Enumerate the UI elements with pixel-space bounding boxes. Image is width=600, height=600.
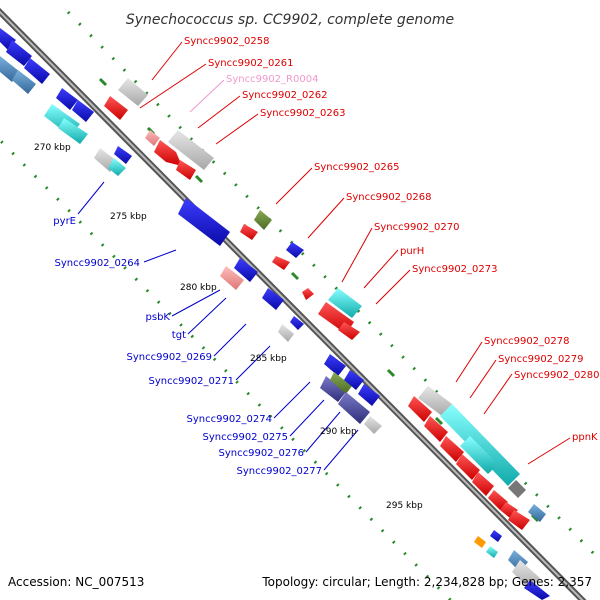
label-syncc9902-0262[interactable]: Syncc9902_0262 — [242, 90, 328, 101]
label-purh[interactable]: purH — [400, 246, 424, 257]
kbp-markers: 270 kbp 275 kbp 280 kbp 285 kbp 290 kbp … — [34, 143, 423, 511]
kbp-tick-270: 270 kbp — [34, 143, 71, 153]
gene-syncc9902-0265[interactable] — [254, 210, 272, 230]
label-syncc9902-0275[interactable]: Syncc9902_0275 — [203, 432, 289, 443]
gene-fwd-blue-bottom[interactable] — [524, 580, 550, 600]
gene-rev-cyan-2[interactable] — [58, 118, 88, 144]
gene-purh[interactable] — [328, 288, 362, 318]
label-tgt[interactable]: tgt — [172, 330, 186, 341]
gene-syncc9902-0268[interactable] — [286, 242, 304, 258]
gene-fwd-red-run-6[interactable] — [488, 490, 508, 510]
gene-tgt-small[interactable] — [290, 316, 304, 330]
gene-rev-orange[interactable] — [474, 536, 486, 548]
gene-psbk[interactable] — [220, 266, 244, 290]
accession-text: Accession: NC_007513 — [8, 575, 144, 589]
kbp-tick-280: 280 kbp — [180, 283, 217, 293]
gene-tgt[interactable] — [262, 288, 284, 310]
label-syncc9902-0278[interactable]: Syncc9902_0278 — [484, 336, 570, 347]
gene-fwd-small-1[interactable] — [176, 160, 196, 180]
label-syncc9902-0258[interactable]: Syncc9902_0258 — [184, 36, 270, 47]
gene-fwd-grey-tail[interactable] — [508, 480, 526, 498]
gene-syncc9902-0264[interactable] — [178, 198, 230, 246]
gene-ppnk[interactable] — [508, 510, 530, 530]
label-syncc9902-0261[interactable]: Syncc9902_0261 — [208, 58, 294, 69]
gene-fwd-red-run-4[interactable] — [456, 454, 480, 480]
reverse-track — [0, 28, 502, 558]
forward-track — [104, 78, 550, 600]
label-syncc9902-0271[interactable]: Syncc9902_0271 — [149, 376, 235, 387]
gene-fwd-small-2[interactable] — [240, 224, 258, 240]
gene-rev-blue-2[interactable] — [6, 40, 32, 66]
label-syncc9902-0265[interactable]: Syncc9902_0265 — [314, 162, 400, 173]
label-syncc9902-0277[interactable]: Syncc9902_0277 — [237, 466, 323, 477]
gene-pyre-blue[interactable] — [114, 146, 132, 164]
gene-syncc9902-0270[interactable] — [302, 288, 314, 300]
gene-syncc9902-0261[interactable] — [104, 96, 128, 120]
gene-rev-blue-6[interactable] — [344, 370, 364, 390]
label-syncc9902-0268[interactable]: Syncc9902_0268 — [346, 192, 432, 203]
kbp-tick-295: 295 kbp — [386, 501, 423, 511]
gene-rev-blue-5[interactable] — [72, 100, 94, 122]
gene-pyre-cyan[interactable] — [108, 158, 126, 176]
label-syncc9902-0263[interactable]: Syncc9902_0263 — [260, 108, 346, 119]
labels-blue: pyrE Syncc9902_0264 psbK tgt Syncc9902_0… — [53, 216, 322, 477]
label-syncc9902-r0004[interactable]: Syncc9902_R0004 — [226, 74, 318, 85]
gene-syncc9902-0262[interactable] — [154, 140, 182, 166]
label-syncc9902-0276[interactable]: Syncc9902_0276 — [219, 448, 305, 459]
label-psbk[interactable]: psbK — [146, 312, 171, 323]
label-ppnk[interactable]: ppnK — [572, 432, 598, 443]
label-syncc9902-0280[interactable]: Syncc9902_0280 — [514, 370, 600, 381]
gene-syncc9902-0279[interactable] — [440, 404, 520, 486]
gene-syncc9902-0271[interactable] — [324, 354, 346, 376]
kbp-tick-275: 275 kbp — [110, 212, 147, 222]
gene-fwd-small-4[interactable] — [338, 322, 360, 340]
gene-fwd-red-run-1[interactable] — [408, 396, 432, 422]
labels-red: Syncc9902_0258 Syncc9902_0261 Syncc9902_… — [184, 36, 600, 443]
gene-fwd-small-3[interactable] — [272, 256, 290, 270]
topology-summary: Topology: circular; Length: 2,234,828 bp… — [261, 575, 592, 589]
gene-syncc9902-0258[interactable] — [118, 78, 148, 106]
gene-syncc9902-0263[interactable] — [168, 130, 214, 170]
label-syncc9902-0269[interactable]: Syncc9902_0269 — [127, 352, 213, 363]
gene-fwd-red-run-5[interactable] — [472, 472, 494, 496]
label-syncc9902-0273[interactable]: Syncc9902_0273 — [412, 264, 498, 275]
label-syncc9902-0274[interactable]: Syncc9902_0274 — [187, 414, 273, 425]
gene-syncc9902-r0004[interactable] — [145, 130, 160, 146]
gene-syncc9902-0280[interactable] — [460, 436, 498, 474]
label-syncc9902-0279[interactable]: Syncc9902_0279 — [498, 354, 584, 365]
gene-rev-blue-8[interactable] — [490, 530, 502, 542]
gene-syncc9902-0275[interactable] — [330, 372, 352, 394]
gene-rev-blue-7[interactable] — [358, 384, 380, 406]
label-syncc9902-0264[interactable]: Syncc9902_0264 — [55, 258, 141, 269]
gene-fwd-steel[interactable] — [528, 504, 546, 522]
gene-rev-blue-3[interactable] — [24, 58, 50, 84]
gene-syncc9902-0274[interactable] — [320, 376, 346, 402]
gene-psbk-blue[interactable] — [234, 258, 258, 282]
gene-rev-steel-2[interactable] — [12, 70, 36, 94]
kbp-tick-290: 290 kbp — [320, 427, 357, 437]
gene-syncc9902-0277[interactable] — [364, 416, 382, 434]
label-connectors — [77, 41, 571, 471]
gene-fwd-red-run-2[interactable] — [424, 416, 448, 442]
gene-syncc9902-0278[interactable] — [418, 386, 452, 416]
map-title: Synechococcus sp. CC9902, complete genom… — [126, 12, 454, 28]
gene-syncc9902-0269[interactable] — [278, 324, 294, 342]
gene-fwd-red-run-3[interactable] — [440, 436, 464, 462]
gene-rev-cyan-bottom[interactable] — [486, 546, 498, 558]
label-pyre[interactable]: pyrE — [53, 216, 76, 227]
gene-rev-blue-4[interactable] — [56, 88, 78, 110]
label-syncc9902-0270[interactable]: Syncc9902_0270 — [374, 222, 460, 233]
kbp-tick-285: 285 kbp — [250, 354, 287, 364]
gene-syncc9902-0276[interactable] — [338, 392, 370, 424]
